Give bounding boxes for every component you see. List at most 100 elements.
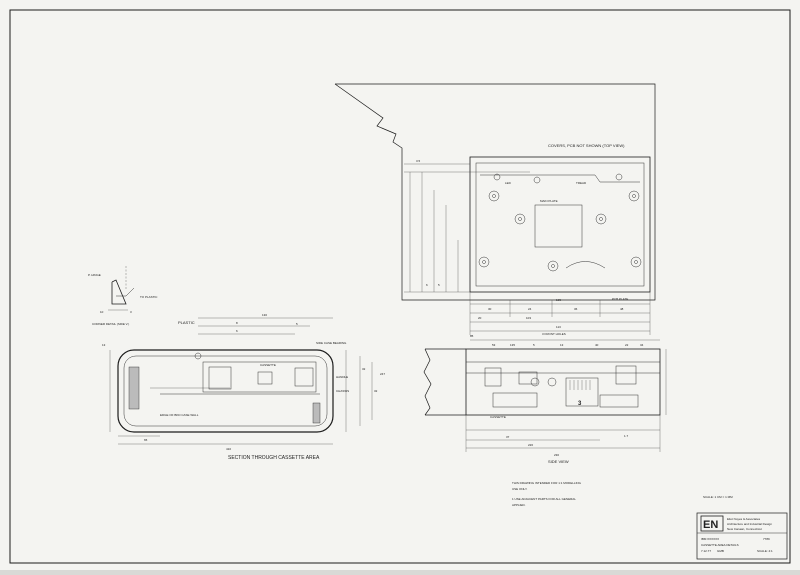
notes: THIS DRAWING INTENDED FOR 1:1 MODELLING …	[512, 481, 582, 507]
side-component-e	[599, 394, 639, 408]
svg-text:HANDLE: HANDLE	[336, 375, 348, 379]
side-component-a	[484, 367, 502, 387]
plan-view-title: COVERS, PCB NOT SHOWN (TOP VIEW)	[548, 143, 625, 148]
scale-note: SCALE: 1 CM = 1 MM	[703, 495, 733, 499]
corner-profile	[111, 279, 127, 305]
drawing-date: 7.12.77	[701, 549, 711, 553]
section-reel-right	[294, 367, 314, 387]
svg-text:30: 30	[488, 307, 492, 311]
drawer-initials: GMB	[717, 549, 724, 553]
svg-text:EDGE OF BKD CASE WALL: EDGE OF BKD CASE WALL	[160, 413, 199, 417]
svg-text:20: 20	[478, 316, 482, 320]
svg-text:48: 48	[620, 307, 624, 311]
plan-label-pcb-plate: PCB PLATE	[612, 297, 628, 301]
plan-label-main: MAIN PLATE	[540, 199, 558, 203]
section-pivot	[194, 352, 202, 360]
svg-text:34: 34	[640, 343, 644, 347]
main-plate-inner	[475, 162, 645, 287]
section-right-wall-hatch	[312, 402, 321, 424]
firm-line-3: New Canaan, Connecticut	[727, 527, 762, 531]
drawing-scale: SCALE: 4:1	[757, 549, 773, 553]
svg-text:5: 5	[296, 322, 298, 326]
plan-vertical-dims	[404, 163, 530, 293]
svg-text:113: 113	[556, 325, 561, 329]
svg-text:105: 105	[556, 298, 561, 302]
svg-text:1 USE ADJACENT PARTS FOR ALL G: 1 USE ADJACENT PARTS FOR ALL GENERAL	[512, 497, 576, 501]
svg-text:230: 230	[554, 453, 559, 457]
section-dims: 13 65 410 8 6 5 130 32 32 247	[102, 313, 385, 451]
corner-hinge-line	[116, 287, 135, 297]
sheet-title: CASSETTE AREA DETAILS	[701, 543, 739, 547]
housing-break-line	[334, 83, 432, 301]
side-component-c	[615, 365, 637, 385]
side-number: 3	[578, 401, 582, 407]
firm-logo-box	[700, 515, 724, 532]
section-reel-center	[257, 371, 273, 385]
plan-horizontal-dims	[469, 292, 651, 335]
svg-text:53: 53	[492, 343, 496, 347]
svg-text:USE ONLY.: USE ONLY.	[512, 487, 528, 491]
svg-text:226: 226	[528, 443, 533, 447]
corner-label-p-hinge: P. HINGE	[88, 273, 101, 277]
plan-label-led: LED	[505, 181, 512, 185]
side-label-cassette: CASSETTE	[490, 415, 506, 419]
plan-label-front-holes: 3 FRONT HOLES	[542, 332, 566, 336]
housing-break-outline	[335, 83, 656, 301]
side-spindle-b	[547, 377, 557, 387]
title-block: EN Eliot Noyes & Associates Architecture…	[696, 512, 788, 560]
svg-text:THIS DRAWING INTENDED FOR 1:1: THIS DRAWING INTENDED FOR 1:1 MODELLING	[512, 481, 582, 485]
firm-line-1: Eliot Noyes & Associates	[727, 517, 761, 521]
svg-text:65: 65	[144, 438, 148, 442]
side-view-title: SIDE VIEW	[548, 459, 569, 464]
plan-label-tread: TREAD	[576, 181, 587, 185]
svg-text:36: 36	[574, 307, 578, 311]
section-title: SECTION THROUGH CASSETTE AREA	[228, 455, 320, 461]
svg-text:13: 13	[102, 343, 106, 347]
svg-text:6: 6	[236, 329, 238, 333]
svg-text:1.7: 1.7	[624, 434, 629, 438]
svg-text:APPLIED.: APPLIED.	[512, 503, 526, 507]
svg-text:5: 5	[533, 343, 535, 347]
side-component-d	[492, 392, 538, 408]
svg-text:13: 13	[560, 343, 564, 347]
side-cassette-slot	[565, 377, 599, 407]
svg-text:40: 40	[595, 343, 599, 347]
sheet-border	[9, 9, 791, 564]
firm-line-2: Architecture and Industrial Design	[727, 522, 772, 526]
svg-text:SIDE CASE BEARING: SIDE CASE BEARING	[316, 341, 347, 345]
side-dims: 85 53 135 5 13 40 22 34 37 226 230 1.7	[465, 334, 667, 457]
svg-text:CASSETTE: CASSETTE	[260, 363, 276, 367]
plan-dim-values: 3.5 30 24 36 48 105 20 5 6 103 113	[416, 159, 624, 329]
svg-text:32: 32	[374, 389, 378, 393]
side-spindle-a	[530, 377, 540, 387]
svg-text:410: 410	[226, 447, 231, 451]
svg-text:3.5: 3.5	[416, 159, 421, 163]
corner-detail: P. HINGE TO PLASTIC 10 3 CORNER DETAIL (…	[88, 266, 158, 326]
svg-text:CHASSIS: CHASSIS	[336, 389, 349, 393]
section-view: 13 65 410 8 6 5 130 32 32 247 PLASTIC CA…	[102, 313, 385, 461]
section-left-wall-hatch	[128, 366, 140, 410]
svg-text:22: 22	[625, 343, 629, 347]
corner-detail-title: CORNER DETAIL (SIDE V.)	[92, 322, 129, 326]
main-plate-outline	[469, 156, 651, 293]
center-window	[534, 204, 583, 248]
side-hatch	[569, 380, 591, 390]
svg-text:135: 135	[510, 343, 515, 347]
section-reel-left	[208, 366, 232, 390]
side-component-b	[518, 371, 538, 385]
side-break-left	[423, 348, 432, 416]
svg-text:103: 103	[526, 316, 531, 320]
drawing-number: 7789	[763, 537, 770, 541]
section-inner-shell	[123, 355, 328, 427]
svg-text:37: 37	[506, 435, 510, 439]
svg-text:85: 85	[470, 334, 474, 338]
section-labels: PLASTIC CASSETTE EDGE OF BKD CASE WALL S…	[160, 320, 349, 417]
svg-text:24: 24	[528, 307, 532, 311]
svg-text:130: 130	[262, 313, 267, 317]
corner-label-to-plastic: TO PLASTIC	[140, 295, 158, 299]
svg-text:5: 5	[438, 283, 440, 287]
svg-text:8: 8	[236, 321, 238, 325]
corner-dim-3: 3	[130, 310, 132, 314]
